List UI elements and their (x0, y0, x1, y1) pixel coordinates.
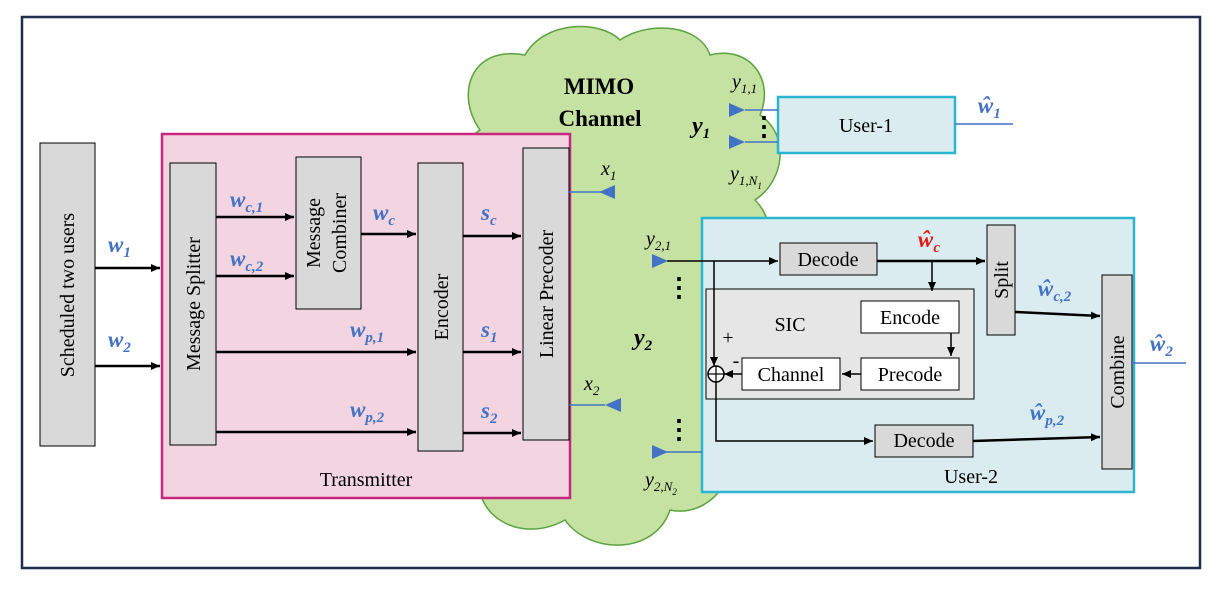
user2-label: User-2 (944, 466, 998, 488)
estimate-wc2hat: ŵc,2 (1037, 276, 1072, 305)
user1-box (776, 95, 957, 155)
signal-wc2: wc,2 (230, 246, 264, 275)
linear-precoder-block (522, 147, 570, 441)
user2-antenna-dots-2: ⋮ (666, 415, 692, 444)
scheduled-users-block (39, 142, 96, 447)
signal-y2: y2 (631, 325, 653, 354)
signal-y11: y1,1 (730, 71, 757, 96)
signal-x2: x2 (583, 373, 600, 398)
transmitter-label: Transmitter (320, 469, 413, 491)
user1-label: User-1 (839, 115, 893, 137)
decode-private-block (874, 424, 974, 458)
user1-antenna-2-icon (729, 135, 745, 149)
signal-y1N: y1,N1 (728, 163, 762, 191)
signal-y1: y1 (689, 113, 710, 142)
combine-block (1101, 274, 1133, 470)
encode-block (860, 300, 960, 334)
split-label: Split (991, 261, 1013, 299)
linear-precoder-label: Linear Precoder (536, 230, 558, 359)
channel-title-2: Channel (558, 106, 641, 131)
estimate-wp2hat: ŵp,2 (1029, 400, 1065, 429)
signal-wc1: wc,1 (230, 187, 263, 216)
estimate-w2hat: ŵ2 (1149, 331, 1173, 360)
tx-antenna-2-icon (605, 398, 621, 412)
message-combiner-label-1: Message (303, 198, 325, 268)
signal-s1: s1 (480, 317, 497, 346)
split-block (986, 224, 1016, 336)
signal-s2: s2 (480, 398, 498, 427)
arrow-split-to-combine (1014, 310, 1101, 320)
precode-block (860, 357, 960, 391)
precode-label: Precode (878, 364, 943, 386)
signal-y21: y2,1 (644, 228, 671, 253)
plus-sign: + (722, 327, 733, 349)
signal-sc: sc (480, 200, 497, 229)
message-combiner-label-2: Combiner (329, 193, 351, 273)
encoder-label: Encoder (431, 273, 453, 340)
channel-block (741, 357, 841, 391)
decode-common-block (779, 242, 878, 276)
signal-w2: w2 (108, 327, 131, 356)
message-splitter-label: Message Splitter (183, 237, 205, 371)
user2-antenna-1-icon (652, 254, 668, 268)
signal-wp2: wp,2 (350, 397, 385, 426)
user1-antenna-dots: ⋮ (751, 112, 777, 141)
scheduled-users-label: Scheduled two users (57, 213, 79, 378)
signal-y2N: y2,N2 (643, 469, 677, 497)
channel-title-1: MIMO (564, 74, 634, 99)
signal-w1: w1 (108, 232, 131, 261)
arrow-decode-to-combine (972, 433, 1101, 443)
message-combiner-block (295, 156, 362, 310)
user2-antenna-2-icon (652, 445, 668, 459)
signal-x1: x1 (600, 158, 616, 183)
encoder-block (417, 162, 464, 452)
arrow-sum-to-decode (715, 382, 873, 445)
user2-antenna-dots-1: ⋮ (666, 273, 692, 302)
tx-antenna-1-icon (599, 185, 615, 199)
sic-label: SIC (774, 314, 805, 336)
estimate-wchat: ŵc (917, 227, 940, 256)
signal-wp1: wp,1 (350, 317, 384, 346)
minus-sign: - (733, 350, 740, 372)
transmitter-box (160, 132, 572, 500)
signal-wc: wc (373, 200, 395, 229)
message-splitter-block (169, 162, 217, 446)
encode-label: Encode (880, 307, 940, 329)
decode-private-label: Decode (893, 430, 954, 452)
combine-label: Combine (1107, 335, 1129, 408)
estimate-w1hat: ŵ1 (977, 93, 1001, 122)
user1-antenna-1-icon (729, 103, 745, 117)
decode-common-label: Decode (797, 249, 858, 271)
channel-block-label: Channel (758, 364, 825, 386)
